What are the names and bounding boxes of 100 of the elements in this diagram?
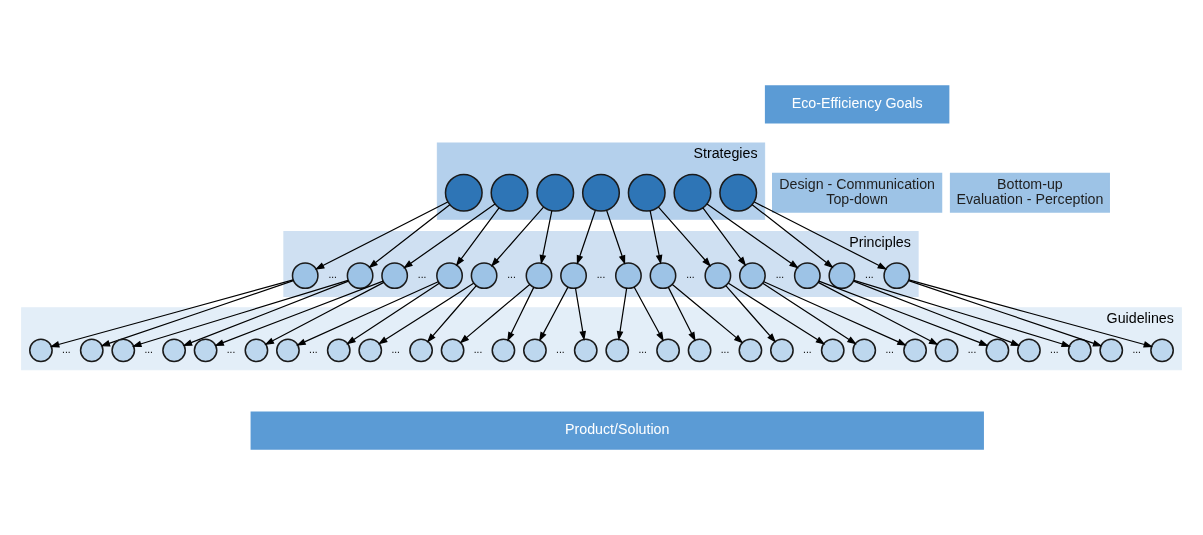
arrow xyxy=(908,280,1103,347)
label: ... xyxy=(1132,343,1141,355)
node-circle xyxy=(883,262,911,290)
node-circle xyxy=(490,173,529,212)
arrow xyxy=(671,283,744,344)
arrow xyxy=(455,207,500,267)
node-box: Bottom-up Evaluation - Perception xyxy=(949,172,1110,213)
arrow xyxy=(633,286,664,342)
node-box: Design - Communication Top-down xyxy=(772,172,943,213)
label: ... xyxy=(596,269,606,281)
arrow xyxy=(296,281,439,346)
arrow xyxy=(817,281,939,346)
arrow xyxy=(727,282,826,345)
node-circle xyxy=(560,262,587,290)
arrow xyxy=(182,280,350,346)
cluster: Strategies xyxy=(436,142,766,220)
node-circle xyxy=(470,262,498,290)
label: ... xyxy=(417,269,427,281)
node-circle xyxy=(704,262,732,290)
node-circle xyxy=(605,338,630,363)
node-box: Product/Solution xyxy=(250,411,984,450)
arrow xyxy=(853,279,1072,348)
arrow xyxy=(702,207,747,267)
node-circle xyxy=(358,338,383,363)
arrow xyxy=(762,282,857,345)
node-circle xyxy=(440,338,465,363)
label: ... xyxy=(62,343,71,355)
node-circle xyxy=(687,338,712,363)
arrow xyxy=(507,286,535,342)
label: ... xyxy=(803,343,812,355)
node-circle xyxy=(1067,338,1092,363)
node-circle xyxy=(770,338,794,363)
node-circle xyxy=(1099,338,1124,363)
node-circle xyxy=(793,262,821,290)
arrow xyxy=(576,209,596,265)
node-circle xyxy=(934,338,959,363)
node-circle xyxy=(276,338,300,363)
node-circle xyxy=(852,338,877,363)
label: ... xyxy=(226,343,236,355)
arrow xyxy=(753,201,888,270)
node-circle xyxy=(627,173,666,212)
node-circle xyxy=(673,173,712,212)
arrow xyxy=(751,204,834,269)
node-circle xyxy=(244,338,269,363)
node-circle xyxy=(614,262,642,290)
arrow xyxy=(346,282,440,345)
node-circle xyxy=(409,338,433,363)
node-circle xyxy=(738,338,763,363)
arrow xyxy=(368,204,451,269)
arrow xyxy=(314,201,449,270)
label: ... xyxy=(473,343,483,355)
arrow xyxy=(616,287,628,341)
node-circle xyxy=(719,173,758,212)
arrow xyxy=(49,279,294,348)
label: ... xyxy=(507,269,516,281)
node-circle xyxy=(291,262,319,290)
node-circle xyxy=(346,262,374,290)
label: ... xyxy=(144,343,153,355)
node-circle xyxy=(162,338,187,363)
node-circle xyxy=(739,262,766,290)
label: ... xyxy=(865,269,874,281)
node-circle xyxy=(649,262,677,290)
node-circle xyxy=(193,338,218,363)
node-circle xyxy=(111,338,136,363)
arrow xyxy=(264,281,385,346)
label: ... xyxy=(1050,343,1059,355)
arrow xyxy=(490,206,545,267)
label: ... xyxy=(309,343,318,355)
node-circle xyxy=(820,338,845,363)
arrow xyxy=(539,286,569,342)
node-circle xyxy=(436,262,463,290)
node-box: Eco-Efficiency Goals xyxy=(764,85,950,124)
arrow xyxy=(539,210,553,265)
node-circle xyxy=(381,262,409,290)
arrow xyxy=(214,280,384,346)
node-circle xyxy=(491,338,516,363)
arrow xyxy=(403,203,496,269)
label: ... xyxy=(556,343,565,355)
arrow xyxy=(706,203,799,269)
label: ... xyxy=(967,343,977,355)
label: ... xyxy=(638,343,647,355)
label: ... xyxy=(885,343,894,355)
label: ... xyxy=(391,343,400,355)
label: ... xyxy=(328,269,337,281)
arrow xyxy=(853,280,1021,346)
arrow xyxy=(908,279,1154,348)
arrow xyxy=(606,209,626,265)
node-circle xyxy=(536,173,575,212)
node-circle xyxy=(828,262,856,290)
arrow xyxy=(667,286,696,342)
arrow xyxy=(763,281,907,346)
node-circle xyxy=(326,338,351,363)
arrow xyxy=(649,210,663,265)
node-circle xyxy=(903,338,927,363)
label: ... xyxy=(720,343,730,355)
node-circle xyxy=(985,338,1010,363)
node-circle xyxy=(1150,338,1174,363)
label: ... xyxy=(686,269,695,281)
arrow xyxy=(725,285,777,343)
node-circle xyxy=(525,262,553,290)
